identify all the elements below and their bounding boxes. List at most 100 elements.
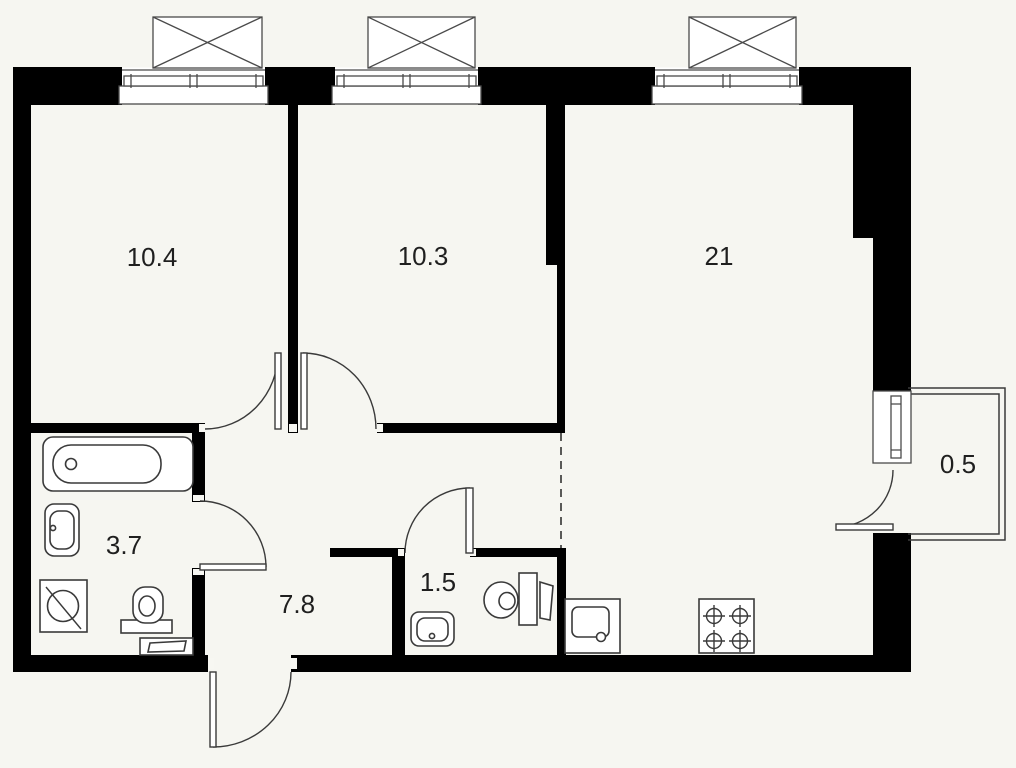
- door-jamb: [193, 569, 204, 575]
- wc-sink: [410, 611, 455, 647]
- window-mullions: [655, 69, 799, 88]
- window-unit-cross: [152, 16, 263, 69]
- wall-segment: [478, 67, 655, 105]
- door-jamb: [289, 424, 297, 432]
- toilet-bathroom: [120, 586, 173, 634]
- wall-segment: [31, 423, 205, 433]
- wall-segment: [192, 568, 205, 655]
- bathtub-inner: [52, 444, 162, 484]
- toilet-flush-panel: [539, 580, 554, 621]
- wall-segment: [392, 557, 405, 655]
- window-sill: [651, 85, 803, 105]
- wall-segment: [13, 67, 31, 672]
- door-wc: [404, 487, 474, 554]
- room-area-label-kitchen-living: 21: [705, 241, 734, 271]
- window-1: [118, 16, 269, 105]
- radiator-inner: [146, 640, 187, 653]
- window-unit-cross: [367, 16, 476, 69]
- door-leaf: [209, 671, 217, 748]
- room-area-label-balcony: 0.5: [940, 449, 976, 479]
- door-leaf: [199, 563, 267, 571]
- door-arc: [199, 500, 267, 568]
- toilet-bowl-inner: [138, 595, 156, 617]
- door-arc: [212, 671, 292, 748]
- wall-segment: [470, 548, 566, 557]
- washing-machine: [39, 579, 88, 633]
- door-jamb: [199, 424, 205, 432]
- bathtub: [42, 436, 194, 492]
- wall-segment: [377, 423, 565, 433]
- wall-segment: [288, 105, 298, 433]
- wall-segment: [873, 533, 911, 672]
- window-2: [331, 16, 482, 105]
- wall-segment: [13, 67, 122, 105]
- towel-radiator: [139, 637, 194, 656]
- wc-toilet: [483, 572, 554, 626]
- door-jamb: [398, 549, 404, 556]
- washing-machine-mark: [45, 586, 82, 630]
- kitchen-sink: [564, 598, 621, 654]
- wall-segment: [546, 105, 565, 265]
- walls: [13, 67, 911, 672]
- window-frame: [656, 75, 798, 87]
- door-arc: [204, 352, 279, 430]
- room-area-label-room-1: 10.4: [127, 242, 178, 272]
- balcony-window-ticks: [891, 403, 901, 451]
- room-area-label-room-2: 10.3: [398, 241, 449, 271]
- toilet-tank: [518, 572, 538, 626]
- door-jamb: [377, 424, 383, 432]
- bathroom-sink: [44, 503, 80, 557]
- stove-body: [698, 598, 755, 654]
- window-frame: [336, 75, 477, 87]
- balcony-door-leaf: [835, 523, 894, 531]
- balcony-door: [835, 469, 894, 531]
- kitchen-sink-drain: [595, 631, 607, 643]
- balcony-window-glazing: [890, 395, 902, 459]
- wall-segment: [799, 67, 911, 105]
- door-arc: [302, 352, 377, 430]
- bathtub-drain: [64, 457, 78, 471]
- window-unit-cross: [688, 16, 797, 69]
- door-room-1: [204, 352, 282, 430]
- sink-bowl: [49, 510, 75, 550]
- wall-segment: [557, 557, 566, 655]
- window-sill: [118, 85, 269, 105]
- door-jamb: [291, 658, 297, 669]
- wall-segment: [192, 433, 205, 502]
- door-arc: [404, 487, 471, 554]
- door-jamb: [193, 495, 204, 501]
- wall-segment: [330, 548, 405, 557]
- door-leaf: [274, 352, 282, 430]
- sink-bowl: [416, 617, 449, 642]
- wall-segment: [265, 67, 335, 105]
- balcony-slab-outer: [908, 387, 1006, 541]
- wall-segment: [873, 238, 911, 391]
- wall-segment: [853, 105, 911, 238]
- entrance-door: [209, 671, 292, 748]
- door-leaf: [300, 352, 308, 430]
- wall-segment: [291, 655, 911, 672]
- room-area-label-wc: 1.5: [420, 567, 456, 597]
- door-bathroom: [199, 500, 267, 571]
- window-3: [651, 16, 803, 105]
- wall-segment: [13, 655, 208, 672]
- door-room-2: [300, 352, 377, 430]
- sink-tap: [428, 632, 436, 640]
- wall-segment: [557, 265, 565, 433]
- balcony-slab-inner: [908, 393, 1000, 535]
- door-leaf: [465, 487, 474, 554]
- toilet-bowl-inner: [498, 591, 516, 611]
- window-sill: [331, 85, 482, 105]
- balcony-door-arc: [835, 469, 894, 528]
- balcony-window: [872, 390, 912, 464]
- balcony-outline: [908, 387, 1006, 541]
- room-area-label-bathroom: 3.7: [106, 530, 142, 560]
- door-jamb: [208, 658, 214, 669]
- room-labels: 10.4 10.3 21 3.7 7.8 1.5 0.5: [106, 241, 976, 619]
- window-mullions: [335, 69, 478, 88]
- kitchen-sink-bowl: [571, 606, 610, 638]
- sink-tap: [49, 524, 57, 532]
- stove: [698, 598, 755, 654]
